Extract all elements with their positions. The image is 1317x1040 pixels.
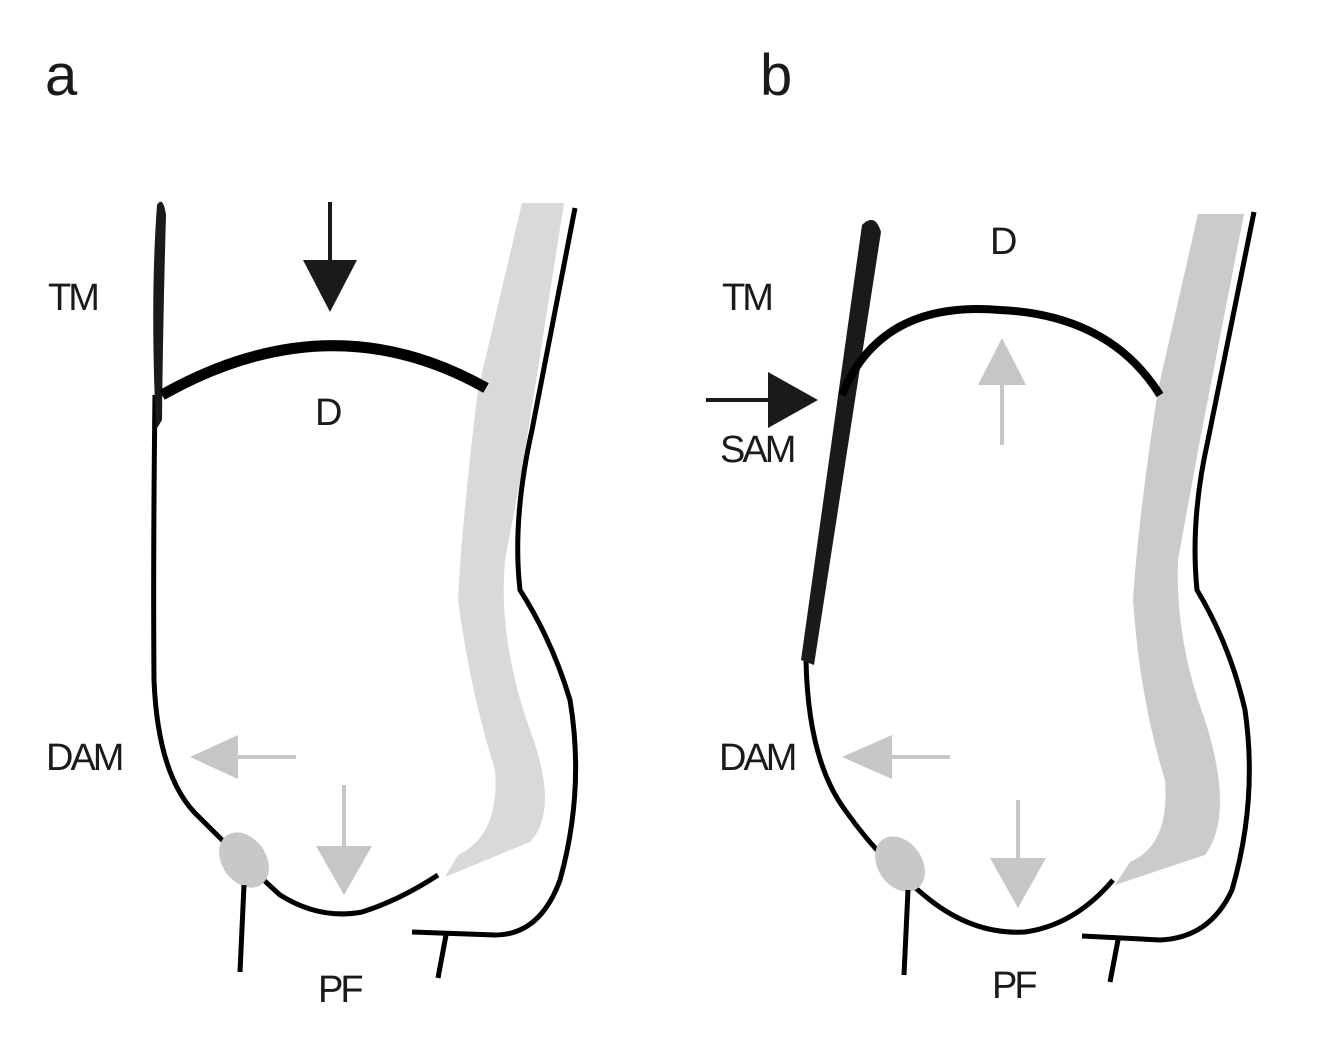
cavity-outline — [151, 394, 440, 917]
light-arrow-up — [978, 338, 1026, 445]
tm-strip — [801, 219, 881, 665]
label-dam: DAM — [719, 737, 795, 779]
dark-arrow-down — [303, 202, 357, 312]
label-pf: PF — [318, 969, 362, 1011]
label-dam: DAM — [46, 737, 122, 779]
light-arrow-down — [316, 785, 372, 895]
stem-left — [901, 889, 911, 976]
cavity-outline — [803, 659, 1115, 935]
stem-right — [1107, 939, 1121, 983]
diaphragm-line — [838, 305, 1164, 398]
diaphragm-line — [159, 340, 489, 400]
gray-oval — [219, 832, 269, 888]
stem-left — [237, 884, 247, 973]
stem-right — [435, 934, 449, 979]
label-tm: TM — [722, 277, 771, 319]
panel-letter-b: b — [760, 43, 792, 108]
panel-a: a TM D DAM — [45, 43, 579, 1011]
gray-oval — [875, 836, 925, 892]
tm-strip — [153, 201, 166, 430]
label-tm: TM — [48, 277, 97, 319]
label-pf: PF — [992, 965, 1036, 1007]
light-arrow-left — [842, 735, 950, 779]
outer-wall-line — [1081, 211, 1257, 943]
label-sam: SAM — [720, 429, 794, 471]
label-d: D — [315, 392, 341, 434]
light-arrow-down — [990, 800, 1046, 908]
panel-b: b — [706, 43, 1257, 1007]
outer-wall-line — [411, 207, 579, 938]
panel-letter-a: a — [45, 43, 78, 108]
muscle-band — [445, 203, 564, 877]
light-arrow-left — [190, 735, 296, 779]
label-d: D — [990, 221, 1016, 263]
muscle-band — [1115, 214, 1244, 885]
dark-arrow-right — [706, 372, 818, 428]
